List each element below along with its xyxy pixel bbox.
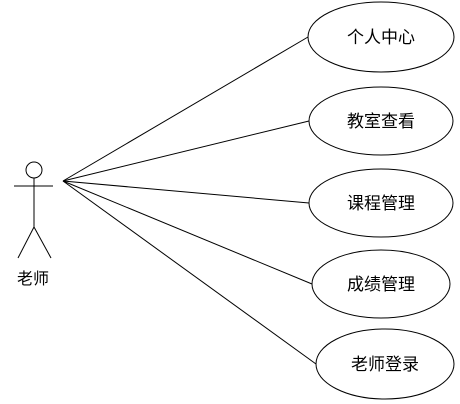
use-case-ellipse <box>308 86 454 156</box>
use-case-label: 老师登录 <box>351 355 419 375</box>
use-case-label: 个人中心 <box>347 28 415 48</box>
actor-right-leg <box>33 226 52 259</box>
association-line-1 <box>62 36 309 182</box>
use-case-ellipse <box>311 249 451 319</box>
association-line-5 <box>62 180 317 365</box>
use-case-4: 成绩管理 <box>311 249 451 319</box>
association-line-2 <box>62 120 310 182</box>
use-case-ellipse <box>307 1 455 73</box>
use-case-2: 教室查看 <box>308 86 454 156</box>
association-line-3 <box>62 180 310 204</box>
use-case-ellipse <box>315 328 455 400</box>
use-case-label: 教室查看 <box>347 112 415 132</box>
use-case-5: 老师登录 <box>315 328 455 400</box>
actor-left-leg <box>17 226 35 259</box>
actor-head <box>25 161 43 179</box>
actor-figure <box>14 161 53 259</box>
association-line-4 <box>62 180 313 285</box>
use-case-label: 课程管理 <box>347 194 415 214</box>
use-case-1: 个人中心 <box>307 1 455 73</box>
actor-label: 老师 <box>17 269 49 288</box>
use-case-ellipse <box>308 168 454 238</box>
use-case-label: 成绩管理 <box>347 275 415 295</box>
use-case-3: 课程管理 <box>308 168 454 238</box>
associations <box>62 36 317 365</box>
